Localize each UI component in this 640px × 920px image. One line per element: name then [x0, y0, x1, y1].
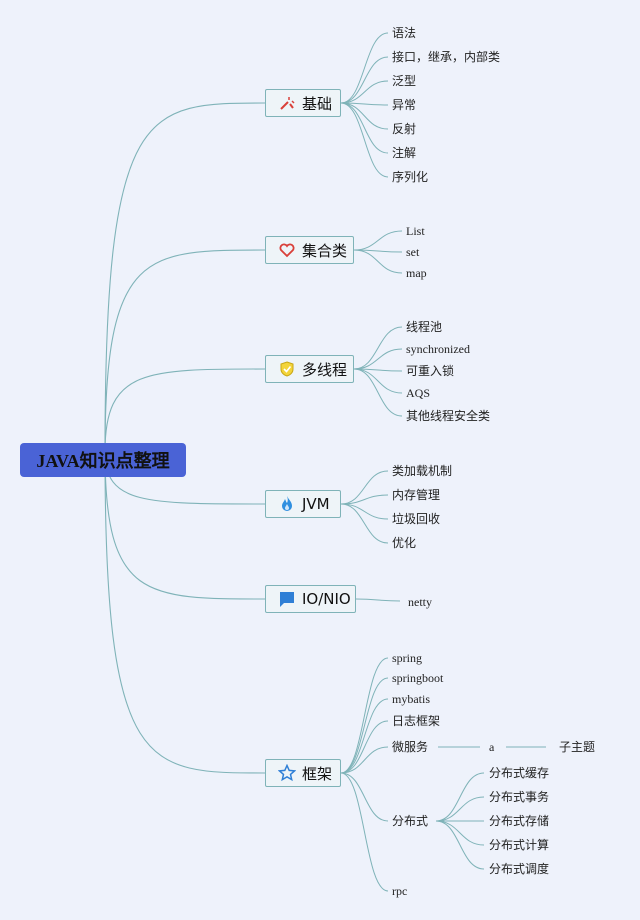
link-distributed-leaf — [435, 796, 485, 822]
list-item[interactable]: netty — [408, 595, 432, 609]
branch-frameworks-label: 框架 — [302, 764, 333, 783]
branch-collections-label: 集合类 — [302, 241, 348, 260]
link-frameworks-leaf — [340, 746, 389, 774]
list-item[interactable]: 可重入锁 — [406, 364, 455, 378]
list-item[interactable]: 日志框架 — [392, 714, 441, 728]
branch-io[interactable]: IO/NIO — [265, 585, 356, 613]
link-basics-leaf — [340, 80, 389, 104]
link-jvm-leaf — [340, 503, 389, 544]
link-basics-leaf — [340, 56, 389, 104]
link-frameworks-leaf — [340, 720, 389, 774]
link-root-basics — [104, 102, 266, 453]
flame-icon — [278, 495, 296, 513]
list-item[interactable]: map — [406, 266, 427, 280]
link-frameworks-leaf — [340, 772, 389, 822]
list-item[interactable]: 分布式存储 — [489, 814, 550, 828]
heart-icon — [278, 241, 296, 259]
list-item[interactable]: rpc — [392, 884, 408, 898]
link-threads-leaf — [353, 368, 403, 417]
star-icon — [278, 764, 296, 782]
link-threads-leaf — [353, 326, 403, 370]
link-collections-leaf — [353, 230, 403, 251]
list-item[interactable]: 分布式 — [392, 814, 429, 828]
list-item[interactable]: synchronized — [406, 342, 470, 356]
list-item[interactable]: 微服务 — [392, 740, 429, 754]
list-item[interactable]: 接口，继承，内部类 — [392, 50, 501, 64]
link-distributed-leaf — [435, 820, 485, 870]
list-item[interactable]: 优化 — [392, 536, 417, 550]
list-item[interactable]: 子主题 — [559, 740, 596, 754]
list-item[interactable]: 分布式事务 — [489, 790, 550, 804]
list-item[interactable]: springboot — [392, 671, 444, 685]
link-frameworks-leaf — [340, 677, 389, 774]
list-item[interactable]: 序列化 — [392, 170, 429, 184]
list-item[interactable]: 类加载机制 — [392, 464, 453, 478]
magic-wand-icon — [278, 94, 296, 112]
root-node[interactable]: JAVA知识点整理 — [20, 443, 186, 477]
link-root-collections — [104, 249, 266, 453]
link-threads-leaf — [353, 368, 403, 394]
link-basics-leaf — [340, 102, 389, 154]
list-item[interactable]: 注解 — [392, 146, 417, 160]
branch-basics[interactable]: 基础 — [265, 89, 341, 117]
branch-threads-label: 多线程 — [302, 360, 348, 379]
link-jvm-leaf — [340, 494, 389, 505]
list-item[interactable]: 异常 — [392, 98, 417, 112]
list-item[interactable]: 内存管理 — [392, 488, 441, 502]
link-basics-leaf — [340, 102, 389, 178]
link-io-leaf — [355, 598, 401, 602]
shield-icon — [278, 360, 296, 378]
list-item[interactable]: 线程池 — [406, 320, 443, 334]
link-threads-leaf — [353, 348, 403, 370]
list-item[interactable]: spring — [392, 651, 422, 665]
list-item[interactable]: 分布式缓存 — [489, 766, 550, 780]
branch-threads[interactable]: 多线程 — [265, 355, 354, 383]
link-frameworks-leaf — [340, 772, 389, 892]
list-item[interactable]: 分布式计算 — [489, 838, 550, 852]
link-root-io — [104, 451, 266, 600]
list-item[interactable]: AQS — [406, 386, 431, 400]
branch-jvm-label: JVM — [302, 495, 330, 513]
link-basics-leaf — [340, 102, 389, 130]
list-item[interactable]: a — [489, 740, 495, 754]
list-item[interactable]: 其他线程安全类 — [406, 409, 491, 423]
link-jvm-leaf — [340, 470, 389, 505]
link-distributed-leaf — [435, 772, 485, 822]
link-root-threads — [104, 368, 266, 453]
branch-frameworks[interactable]: 框架 — [265, 759, 341, 787]
link-distributed-leaf — [435, 820, 485, 846]
list-item[interactable]: List — [406, 224, 425, 238]
link-jvm-leaf — [340, 503, 389, 520]
list-item[interactable]: mybatis — [392, 692, 430, 706]
flag-icon — [278, 590, 296, 608]
list-item[interactable]: 分布式调度 — [489, 862, 550, 876]
list-item[interactable]: 泛型 — [392, 74, 417, 88]
branch-basics-label: 基础 — [302, 94, 333, 113]
branch-collections[interactable]: 集合类 — [265, 236, 354, 264]
link-frameworks-leaf — [340, 657, 389, 774]
branch-jvm[interactable]: JVM — [265, 490, 341, 518]
list-item[interactable]: 语法 — [392, 26, 417, 40]
link-frameworks-leaf — [340, 698, 389, 774]
list-item[interactable]: 反射 — [392, 122, 417, 136]
link-root-frameworks — [104, 451, 266, 774]
link-basics-leaf — [340, 32, 389, 104]
list-item[interactable]: 垃圾回收 — [392, 512, 441, 526]
link-collections-leaf — [353, 249, 403, 274]
branch-io-label: IO/NIO — [302, 590, 351, 608]
list-item[interactable]: set — [406, 245, 420, 259]
